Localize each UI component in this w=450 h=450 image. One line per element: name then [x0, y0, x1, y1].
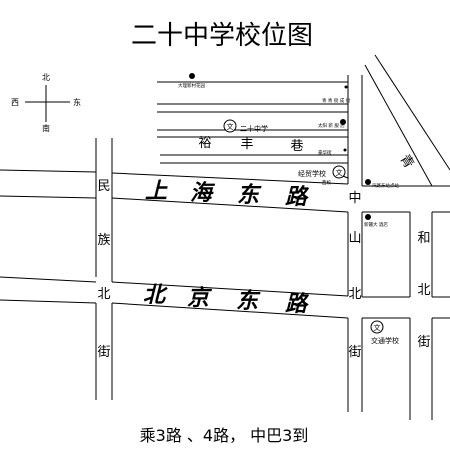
street-char: 街 — [348, 345, 361, 360]
street-char: 街 — [97, 345, 110, 360]
street-char: 路 — [285, 184, 310, 210]
hotel-label: 新疆大 酒店 — [364, 221, 388, 228]
school-icon — [223, 119, 237, 133]
poi-right-2-label: 太阳 新 服 店 — [318, 122, 345, 129]
bus-stop: 汽路东站点站 — [365, 179, 399, 189]
school-20-label: 二十中学 — [240, 124, 268, 133]
street-char: 上 — [145, 178, 168, 204]
compass-south-label: 南 — [42, 123, 50, 133]
school-jiaotong: 文 交通学校 — [370, 320, 399, 345]
street-yufeng: 裕 丰 巷 — [198, 136, 303, 154]
street-char: 京 — [187, 285, 213, 311]
street-char: 丰 — [240, 137, 253, 152]
street-char: 东 — [237, 182, 262, 208]
compass-north-label: 北 — [42, 73, 50, 82]
street-shanghai-east-road: 上 海 东 路 — [145, 178, 310, 210]
poi-top: 大理新村花园 — [178, 73, 205, 89]
street-char: 北 — [348, 287, 361, 302]
poi-right-2: 太阳 新 服 店 — [318, 119, 346, 129]
map-title: 二十中学校位图 — [131, 21, 313, 51]
street-char: 族 — [97, 232, 110, 248]
school-jingying-sublabel: 西校 — [322, 179, 331, 186]
poi-right-1-label: 青 青 街 成 街 — [322, 97, 351, 104]
school-20th-middle: 文 二十中学 — [223, 119, 268, 133]
poi-top-label: 大理新村花园 — [178, 82, 205, 89]
school-icon — [370, 320, 384, 334]
street-char: 北 — [97, 287, 110, 302]
school-jingying: 文 经贸学校 西校 — [298, 165, 346, 186]
street-char: 北 — [417, 283, 430, 298]
street-char: 路 — [285, 291, 310, 317]
street-char: 东 — [236, 288, 261, 314]
school-symbol: 文 — [374, 323, 381, 332]
street-char: 山 — [348, 231, 361, 246]
poi-small-left: 豪华街 — [318, 148, 347, 156]
street-char: 民 — [97, 179, 110, 194]
school-symbol: 文 — [336, 168, 343, 177]
street-beijing-east-road: 北 京 东 路 — [143, 282, 310, 317]
school-icon — [332, 165, 346, 179]
street-right: 和 北 街 — [417, 231, 430, 350]
street-char: 海 — [190, 180, 216, 206]
street-minzu-north: 民 族 北 街 — [97, 179, 110, 360]
street-char: 裕 — [198, 136, 211, 151]
poi-right-1: 青 青 街 成 街 — [322, 85, 351, 104]
road-network — [0, 54, 450, 420]
street-char: 巷 — [290, 139, 303, 154]
street-char: 北 — [143, 282, 168, 308]
hotel: 新疆大 酒店 — [364, 214, 388, 228]
school-jiaotong-label: 交通学校 — [371, 336, 399, 345]
transport-note: 乘3路 、4路， 中巴3到 — [140, 426, 309, 445]
street-zhongshan-north: 中 山 北 街 — [348, 191, 361, 360]
street-diagonal-label: 青 — [397, 152, 417, 171]
street-char: 街 — [417, 335, 430, 350]
street-char: 中 — [348, 191, 361, 206]
school-symbol: 文 — [227, 122, 234, 131]
compass: 北 南 西 东 — [11, 73, 81, 133]
bus-stop-label: 汽路东站点站 — [372, 182, 399, 189]
compass-east-label: 东 — [73, 97, 81, 107]
compass-west-label: 西 — [11, 98, 19, 107]
poi-small-left-label: 豪华街 — [318, 149, 332, 156]
street-char: 和 — [417, 231, 430, 246]
school-jingying-label: 经贸学校 — [298, 169, 326, 178]
